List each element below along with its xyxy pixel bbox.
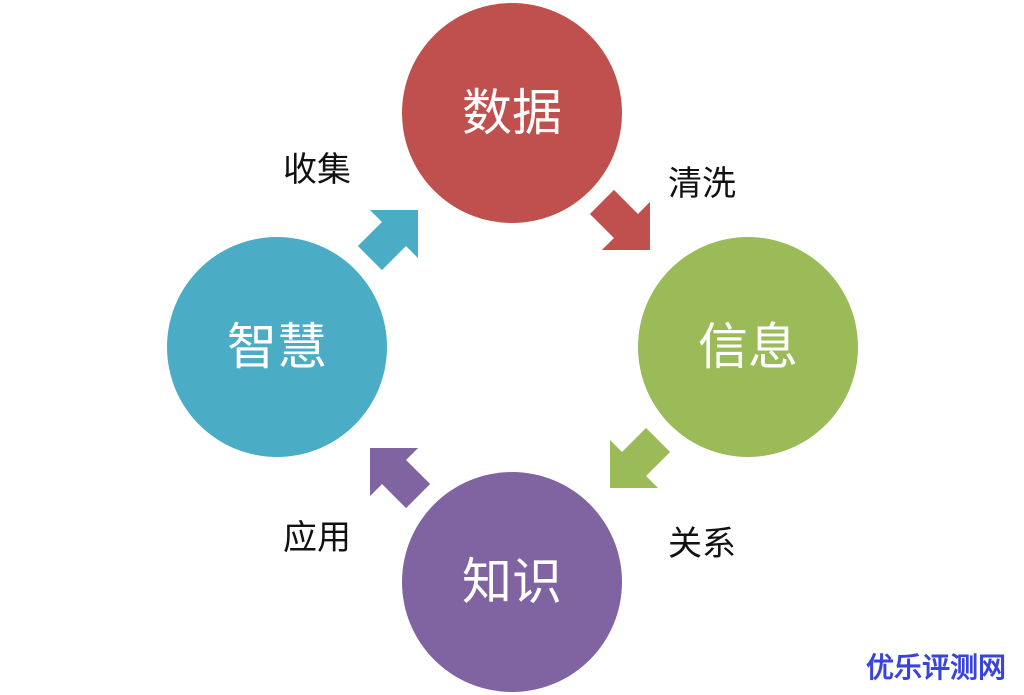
node-knowledge-label: 知识 xyxy=(462,553,562,611)
edge-label-collect: 收集 xyxy=(283,150,351,190)
edge-label-relation: 关系 xyxy=(668,524,736,564)
arrow-data-to-information xyxy=(589,189,650,250)
edge-label-apply: 应用 xyxy=(283,518,351,558)
node-wisdom: 智慧 xyxy=(167,237,387,457)
watermark: 优乐评测网 xyxy=(866,651,1007,684)
node-information-label: 信息 xyxy=(698,318,798,376)
node-data-label: 数据 xyxy=(462,84,562,142)
node-wisdom-circle xyxy=(167,237,387,457)
node-knowledge: 知识 xyxy=(402,472,622,692)
node-knowledge-circle xyxy=(402,472,622,692)
arrow-knowledge-to-wisdom xyxy=(370,448,431,509)
node-wisdom-label: 智慧 xyxy=(227,318,327,376)
arrow-information-to-knowledge xyxy=(610,427,671,488)
arrow-wisdom-to-data xyxy=(357,210,418,271)
node-data-circle xyxy=(402,3,622,223)
edge-label-clean: 清洗 xyxy=(668,164,736,204)
node-information: 信息 xyxy=(638,237,858,457)
node-information-circle xyxy=(638,237,858,457)
node-data: 数据 xyxy=(402,3,622,223)
